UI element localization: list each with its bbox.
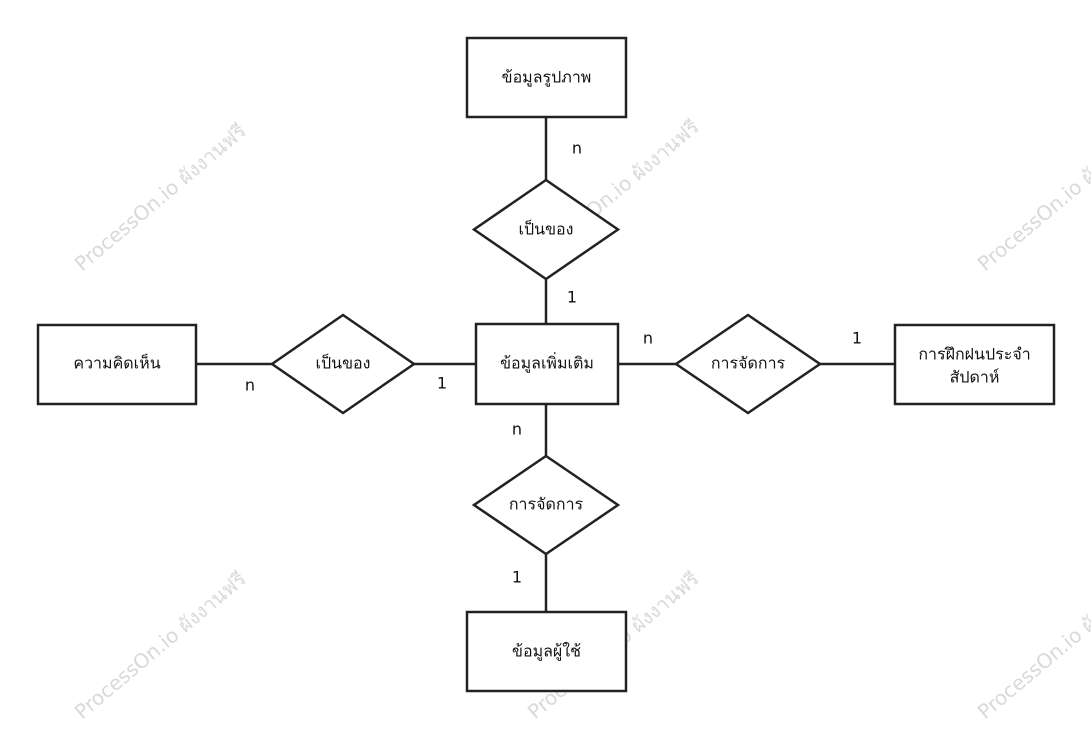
entity-label: ความคิดเห็น bbox=[73, 353, 160, 373]
relationship-bottom[interactable]: การจัดการ bbox=[471, 454, 621, 556]
relationship-label: เป็นของ bbox=[316, 353, 371, 373]
entity-box bbox=[893, 323, 1056, 406]
relationship-label: การจัดการ bbox=[509, 495, 584, 514]
cardinality-label: 1 bbox=[512, 568, 522, 587]
relationship-right[interactable]: การจัดการ bbox=[673, 313, 823, 415]
cardinality-label: 1 bbox=[437, 374, 447, 393]
cardinality-label: n bbox=[512, 420, 522, 439]
relationship-diamond bbox=[471, 454, 621, 556]
relationship-label: เป็นของ bbox=[519, 219, 574, 239]
entity-label-line2: สัปดาห์ bbox=[950, 368, 1000, 387]
entity-weekly-training[interactable]: การฝึกฝนประจำ สัปดาห์ bbox=[893, 323, 1056, 406]
relationship-diamond bbox=[471, 178, 621, 281]
entity-box bbox=[465, 610, 628, 693]
entity-box bbox=[465, 36, 628, 119]
cardinality-label: 1 bbox=[852, 329, 862, 348]
cardinality-label: n bbox=[572, 139, 582, 158]
entity-label: ข้อมูลรูปภาพ bbox=[502, 68, 592, 88]
relationship-diamond bbox=[269, 313, 417, 415]
cardinality-layer: n 1 n 1 n 1 n 1 bbox=[245, 139, 862, 587]
entity-label-line1: การฝึกฝนประจำ bbox=[918, 345, 1030, 364]
entity-label: ข้อมูลผู้ใช้ bbox=[512, 642, 581, 662]
entity-box bbox=[474, 322, 620, 406]
watermark: ProcessOn.io ผังงานฟรี bbox=[70, 567, 251, 724]
connector-layer bbox=[196, 117, 895, 612]
entity-user-info[interactable]: ข้อมูลผู้ใช้ bbox=[465, 610, 628, 693]
entity-box bbox=[36, 323, 198, 406]
entity-photo-info[interactable]: ข้อมูลรูปภาพ bbox=[465, 36, 628, 119]
entity-comments[interactable]: ความคิดเห็น bbox=[36, 323, 198, 406]
relationship-diamond bbox=[673, 313, 823, 415]
relationship-top[interactable]: เป็นของ bbox=[471, 178, 621, 281]
watermark: ProcessOn.io ผังงานฟรี bbox=[70, 119, 251, 276]
watermark: ProcessOn.io ผังงานฟรี bbox=[973, 119, 1091, 276]
entity-additional-info[interactable]: ข้อมูลเพิ่มเติม bbox=[474, 322, 620, 406]
relationship-label: การจัดการ bbox=[711, 354, 786, 373]
cardinality-label: 1 bbox=[567, 288, 577, 307]
cardinality-label: n bbox=[643, 329, 653, 348]
watermark: ProcessOn.io ผังงานฟรี bbox=[973, 567, 1091, 724]
cardinality-label: n bbox=[245, 376, 255, 395]
relationship-left[interactable]: เป็นของ bbox=[269, 313, 417, 415]
entity-label: ข้อมูลเพิ่มเติม bbox=[500, 352, 594, 374]
